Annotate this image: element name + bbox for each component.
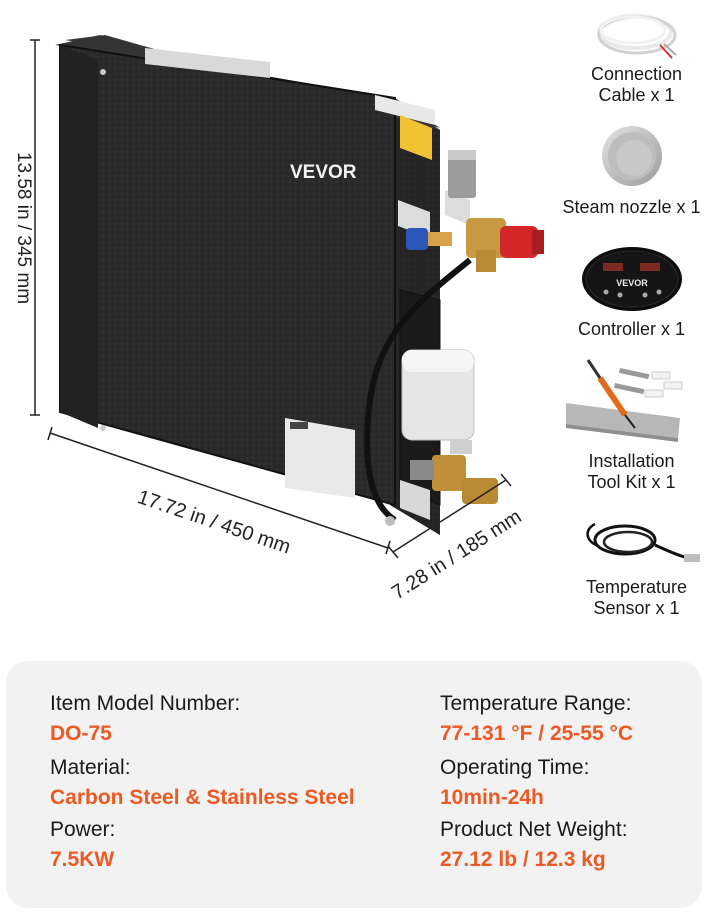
accessory-label-temperature-sensor: Temperature Sensor x 1	[585, 577, 688, 618]
steam-nozzle-icon	[602, 126, 662, 186]
spec-label: Material:	[50, 756, 131, 779]
spec-label: Operating Time:	[440, 756, 590, 779]
spec-label: Item Model Number:	[50, 692, 241, 715]
controller-screen-label: VEVOR	[616, 278, 648, 288]
accessory-label-steam-nozzle: Steam nozzle x 1	[562, 197, 701, 217]
accessory-label-tool-kit: Installation Tool Kit x 1	[587, 451, 676, 492]
height-dimension-label: 13.58 in / 345 mm	[13, 152, 34, 304]
tool-kit-icon	[566, 359, 683, 442]
spec-label: Power:	[50, 818, 116, 841]
spec-temperature-range: Temperature Range: 77-131 °F / 25-55 °C	[440, 691, 633, 747]
accessory-label-connection-cable: Connection Cable x 1	[590, 64, 683, 105]
spec-value: 27.12 lb / 12.3 kg	[440, 848, 606, 871]
spec-value: 7.5KW	[50, 848, 115, 871]
controller-icon: VEVOR	[582, 247, 682, 311]
spec-material: Material: Carbon Steel & Stainless Steel	[50, 755, 355, 811]
temperature-sensor-icon	[586, 522, 700, 562]
specifications-panel: Item Model Number: DO-75 Material: Carbo…	[6, 661, 702, 908]
cable-coil-icon	[597, 14, 677, 59]
spec-value: 10min-24h	[440, 786, 544, 809]
box-brand-label: VEVOR	[290, 162, 357, 183]
spec-item-model-number: Item Model Number: DO-75	[50, 691, 240, 747]
spec-value: DO-75	[50, 722, 112, 745]
height-dimension: 13.58 in / 345 mm	[13, 39, 40, 416]
spec-value: 77-131 °F / 25-55 °C	[440, 722, 634, 745]
steam-generator-image: 13.58 in / 345 mm VEVOR	[13, 14, 700, 605]
depth-dimension-label: 7.28 in / 185 mm	[388, 506, 525, 605]
spec-power: Power: 7.5KW	[50, 817, 115, 873]
spec-value: Carbon Steel & Stainless Steel	[50, 786, 355, 809]
accessory-label-controller: Controller x 1	[577, 319, 686, 339]
spec-label: Temperature Range:	[440, 692, 632, 715]
product-illustration: 13.58 in / 345 mm VEVOR	[13, 14, 701, 618]
width-dimension-label: 17.72 in / 450 mm	[135, 486, 294, 558]
spec-net-weight: Product Net Weight: 27.12 lb / 12.3 kg	[440, 817, 628, 873]
spec-label: Product Net Weight:	[440, 818, 628, 841]
spec-operating-time: Operating Time: 10min-24h	[440, 755, 589, 811]
